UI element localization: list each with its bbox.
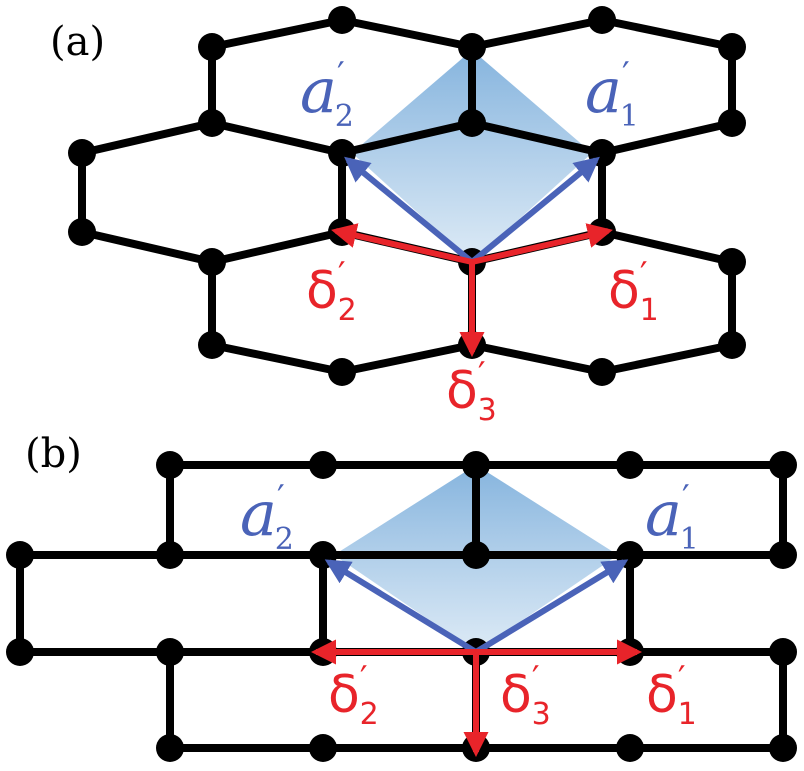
label-a2-b: a′2 (240, 477, 294, 557)
label-d2-b: δ′2 (328, 659, 379, 732)
label-a1-a: a′1 (585, 54, 639, 134)
label-a2-a: a′2 (300, 54, 354, 134)
sites-b (6, 451, 797, 762)
sites-a (68, 6, 746, 386)
label-d3-b: δ′3 (500, 659, 551, 732)
label-d2-a: δ′2 (306, 255, 357, 328)
vector-d1-arrow (471, 223, 613, 265)
unit-cell-a (352, 50, 592, 262)
label-d1-b: δ′1 (646, 659, 697, 732)
vector-a1-arrow-b (474, 559, 629, 655)
label-d1-a: δ′1 (608, 255, 659, 328)
panel-a: (a) a′2 a′1 δ′2 δ′1 δ′3 (50, 6, 746, 428)
panel-b: (b) a′2 a′1 δ′2 δ′3 δ′1 (6, 431, 797, 762)
vector-a2-arrow (344, 156, 474, 265)
vector-d2-arrow (331, 223, 473, 265)
panel-label-b: (b) (25, 431, 82, 477)
vector-a2-arrow-b (324, 559, 478, 655)
label-d3-a: δ′3 (446, 355, 497, 428)
label-a1-b: a′1 (645, 477, 699, 557)
panel-label-a: (a) (50, 19, 105, 65)
vector-a1-arrow (470, 156, 600, 265)
